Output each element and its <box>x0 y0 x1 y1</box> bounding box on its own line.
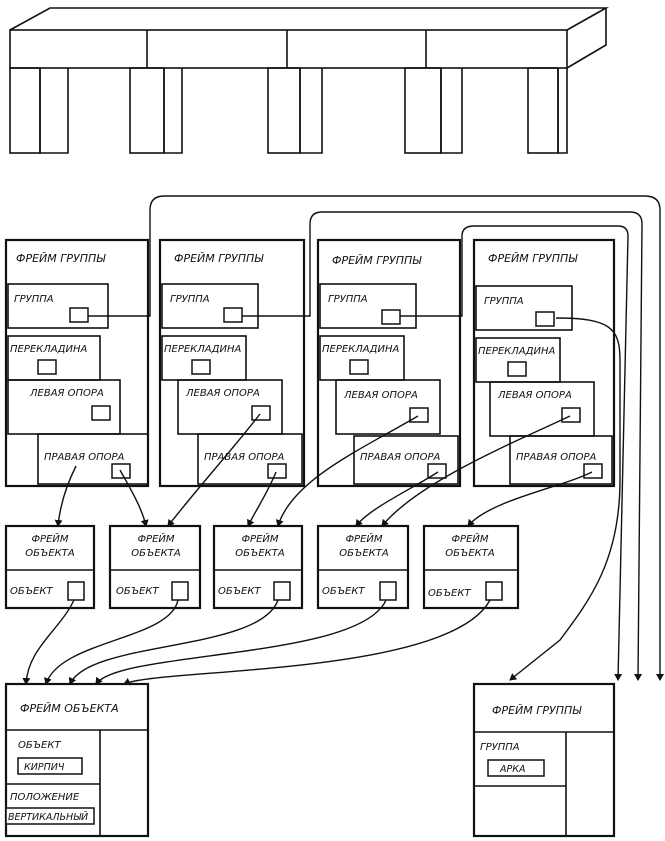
group-frame-4: ФРЕЙМ ГРУППЫ ГРУППА ПЕРЕКЛАДИНА ЛЕВАЯ ОП… <box>472 238 616 488</box>
object-frame-5: ФРЕЙМ ОБЪЕКТА ОБЪЕКТ <box>422 524 520 610</box>
svg-text:ОБЪЕКТА: ОБЪЕКТА <box>235 548 285 559</box>
group-links <box>88 195 664 681</box>
svg-text:ОБЪЕКТ: ОБЪЕКТ <box>428 588 471 599</box>
beam-top <box>9 7 610 31</box>
beam-front <box>9 29 568 69</box>
object-frame-2: ФРЕЙМ ОБЪЕКТА ОБЪЕКТ <box>108 524 202 610</box>
svg-text:ОБЪЕКТ: ОБЪЕКТ <box>18 740 61 751</box>
value-group: АРКА <box>499 764 525 775</box>
svg-text:ФРЕЙМ: ФРЕЙМ <box>345 532 382 545</box>
pillar-2 <box>129 67 183 154</box>
svg-text:ПОЛОЖЕНИЕ: ПОЛОЖЕНИЕ <box>10 792 80 803</box>
svg-text:ФРЕЙМ ГРУППЫ: ФРЕЙМ ГРУППЫ <box>174 252 264 265</box>
shared-object-frame: ФРЕЙМ ОБЪЕКТА ОБЪЕКТ КИРПИЧ ПОЛОЖЕНИЕ ВЕ… <box>4 682 150 838</box>
pillar-5 <box>527 67 568 154</box>
group-frame-title: ФРЕЙМ ГРУППЫ <box>16 252 106 265</box>
group-frame-2: ФРЕЙМ ГРУППЫ ГРУППА ПЕРЕКЛАДИНА ЛЕВАЯ ОП… <box>158 238 306 488</box>
svg-text:ГРУППА: ГРУППА <box>484 296 524 307</box>
svg-text:ПРАВАЯ ОПОРА: ПРАВАЯ ОПОРА <box>204 452 285 463</box>
svg-text:ПЕРЕКЛАДИНА: ПЕРЕКЛАДИНА <box>478 346 555 357</box>
value-object: КИРПИЧ <box>24 762 65 773</box>
support-links <box>54 413 593 527</box>
svg-text:ФРЕЙМ ГРУППЫ: ФРЕЙМ ГРУППЫ <box>332 254 422 267</box>
group-frame-3: ФРЕЙМ ГРУППЫ ГРУППА ПЕРЕКЛАДИНА ЛЕВАЯ ОП… <box>316 238 462 488</box>
svg-text:ОБЪЕКТА: ОБЪЕКТА <box>25 548 75 559</box>
svg-text:ЛЕВАЯ ОПОРА: ЛЕВАЯ ОПОРА <box>343 390 418 401</box>
object-frame-3: ФРЕЙМ ОБЪЕКТА ОБЪЕКТ <box>212 524 304 610</box>
svg-text:ФРЕЙМ: ФРЕЙМ <box>451 532 488 545</box>
svg-text:ГРУППА: ГРУППА <box>170 294 210 305</box>
group-frame-1: ФРЕЙМ ГРУППЫ ГРУППА ПЕРЕКЛАДИНА ЛЕВАЯ ОП… <box>4 238 150 488</box>
svg-text:ПРАВАЯ ОПОРА: ПРАВАЯ ОПОРА <box>360 452 441 463</box>
shared-object-frame-title: ФРЕЙМ ОБЪЕКТА <box>20 702 119 715</box>
svg-text:ОБЪЕКТ: ОБЪЕКТ <box>322 586 365 597</box>
svg-text:ОБЪЕКТА: ОБЪЕКТА <box>339 548 389 559</box>
pillar-3 <box>267 67 323 154</box>
svg-text:ОБЪЕКТ: ОБЪЕКТ <box>10 586 53 597</box>
shared-group-frame-title: ФРЕЙМ ГРУППЫ <box>492 704 582 717</box>
svg-text:ОБЪЕКТА: ОБЪЕКТА <box>131 548 181 559</box>
svg-text:ГРУППА: ГРУППА <box>14 294 54 305</box>
beam-right <box>566 8 607 69</box>
svg-text:ПЕРЕКЛАДИНА: ПЕРЕКЛАДИНА <box>164 344 241 355</box>
svg-text:ОБЪЕКТ: ОБЪЕКТ <box>218 586 261 597</box>
svg-text:ЛЕВАЯ ОПОРА: ЛЕВАЯ ОПОРА <box>497 390 572 401</box>
pillar-1 <box>9 67 69 154</box>
svg-text:ФРЕЙМ: ФРЕЙМ <box>31 532 68 545</box>
svg-text:ФРЕЙМ ГРУППЫ: ФРЕЙМ ГРУППЫ <box>488 252 578 265</box>
arch-structure-illustration <box>9 7 610 154</box>
svg-text:ОБЪЕКТА: ОБЪЕКТА <box>445 548 495 559</box>
object-links <box>22 599 491 686</box>
svg-text:ПЕРЕКЛАДИНА: ПЕРЕКЛАДИНА <box>322 344 399 355</box>
svg-text:ГРУППА: ГРУППА <box>328 294 368 305</box>
pillar-4 <box>404 67 463 154</box>
svg-text:ПРАВАЯ ОПОРА: ПРАВАЯ ОПОРА <box>516 452 597 463</box>
group-slot-box <box>69 307 89 323</box>
svg-text:ГРУППА: ГРУППА <box>480 742 520 753</box>
svg-text:ФРЕЙМ: ФРЕЙМ <box>241 532 278 545</box>
svg-text:ПЕРЕКЛАДИНА: ПЕРЕКЛАДИНА <box>10 344 87 355</box>
svg-text:ПРАВАЯ ОПОРА: ПРАВАЯ ОПОРА <box>44 452 125 463</box>
svg-text:ФРЕЙМ: ФРЕЙМ <box>137 532 174 545</box>
value-position: ВЕРТИКАЛЬНЫЙ <box>8 811 88 823</box>
object-frame-1: ФРЕЙМ ОБЪЕКТА ОБЪЕКТ <box>4 524 96 610</box>
svg-text:ЛЕВАЯ ОПОРА: ЛЕВАЯ ОПОРА <box>185 388 260 399</box>
object-frame-4: ФРЕЙМ ОБЪЕКТА ОБЪЕКТ <box>316 524 410 610</box>
svg-text:ЛЕВАЯ ОПОРА: ЛЕВАЯ ОПОРА <box>29 388 104 399</box>
svg-text:ОБЪЕКТ: ОБЪЕКТ <box>116 586 159 597</box>
shared-group-frame: ФРЕЙМ ГРУППЫ ГРУППА АРКА <box>472 682 616 838</box>
